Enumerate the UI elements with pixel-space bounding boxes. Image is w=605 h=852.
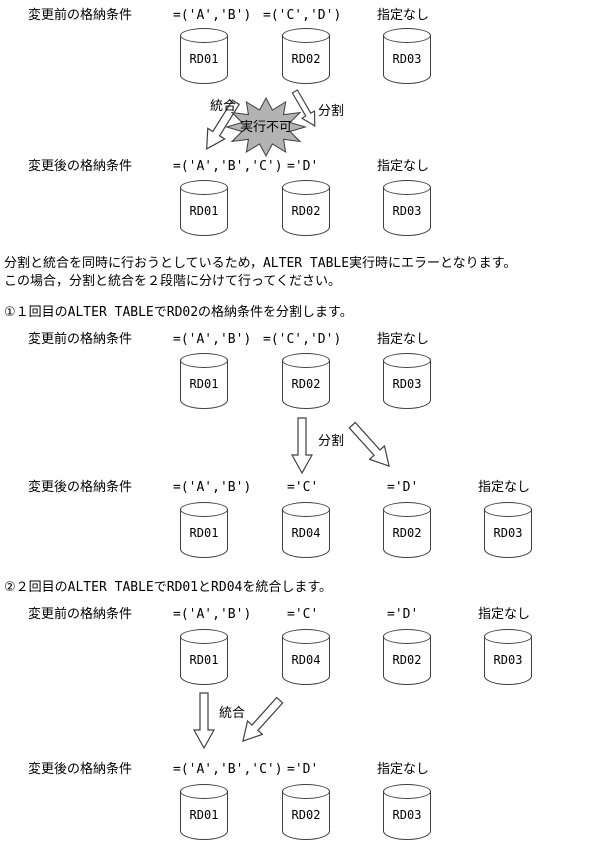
database-cylinder: RD04 [282,502,330,558]
database-cylinder: RD03 [383,180,431,236]
split-arrow-down-right-icon [291,89,316,127]
cylinder-label: RD02 [291,377,321,391]
merge-label: 統合 [219,706,246,721]
storage-condition: ='D' [287,762,319,777]
database-cylinder: RD03 [383,28,431,84]
cylinder-label: RD03 [392,808,422,822]
database-cylinder: RD02 [383,629,431,685]
database-cylinder: RD01 [180,353,228,409]
cylinder-label: RD03 [392,204,422,218]
step1-heading: ①１回目のALTER TABLEでRD02の格納条件を分割します。 [4,305,353,320]
storage-condition: 指定なし [377,332,430,347]
database-cylinder: RD01 [180,28,228,84]
storage-condition: =('A','B') [173,607,252,622]
storage-condition: 指定なし [377,762,430,777]
database-cylinder: RD01 [180,784,228,840]
storage-condition: ='D' [387,480,419,495]
row-label-after: 変更後の格納条件 [28,159,133,174]
cylinder-label: RD02 [291,808,321,822]
storage-condition: =('A','B','C') [173,159,283,174]
cylinder-label: RD01 [189,52,219,66]
database-cylinder: RD02 [383,502,431,558]
storage-condition: 指定なし [377,159,430,174]
database-cylinder: RD03 [484,629,532,685]
cylinder-label: RD01 [189,204,219,218]
cylinder-label: RD03 [493,526,523,540]
split-label: 分割 [318,434,345,449]
database-cylinder: RD01 [180,629,228,685]
database-cylinder: RD02 [282,180,330,236]
storage-condition: 指定なし [478,480,531,495]
database-cylinder: RD01 [180,180,228,236]
storage-condition: =('C','D') [263,332,342,347]
merge-label: 統合 [210,99,237,114]
database-cylinder: RD02 [282,353,330,409]
note-line-2: この場合，分割と統合を２段階に分けて行ってください。 [4,274,341,289]
merge-arrow-down-icon [193,692,215,750]
error-label: 実行不可 [239,120,292,135]
split-arrow-down-icon [291,417,313,475]
cylinder-label: RD04 [291,653,321,667]
row-label-before: 変更前の格納条件 [28,607,133,622]
storage-condition: =('A','B') [173,8,252,23]
storage-condition: =('A','B','C') [173,762,283,777]
cylinder-label: RD02 [291,52,321,66]
step2-heading: ②２回目のALTER TABLEでRD01とRD04を統合します。 [4,580,333,595]
storage-condition: ='D' [387,607,419,622]
storage-condition: =('A','B') [173,332,252,347]
database-cylinder: RD02 [282,28,330,84]
row-label-after: 変更後の格納条件 [28,480,133,495]
cylinder-label: RD03 [493,653,523,667]
storage-condition: =('C','D') [263,8,342,23]
row-label-after: 変更後の格納条件 [28,762,133,777]
cylinder-label: RD03 [392,52,422,66]
storage-condition: ='C' [287,607,319,622]
storage-condition: =('A','B') [173,480,252,495]
error-starburst-icon [224,96,308,158]
database-cylinder: RD03 [383,353,431,409]
cylinder-label: RD03 [392,377,422,391]
merge-arrow-diagonal-icon [242,696,284,742]
cylinder-label: RD02 [392,526,422,540]
cylinder-label: RD01 [189,653,219,667]
split-label: 分割 [318,104,345,119]
database-cylinder: RD03 [484,502,532,558]
cylinder-label: RD04 [291,526,321,540]
storage-condition: ='C' [287,480,319,495]
row-label-before: 変更前の格納条件 [28,8,133,23]
cylinder-label: RD02 [291,204,321,218]
cylinder-label: RD01 [189,377,219,391]
cylinder-label: RD02 [392,653,422,667]
storage-condition: 指定なし [478,607,531,622]
row-label-before: 変更前の格納条件 [28,332,133,347]
storage-condition: ='D' [287,159,319,174]
cylinder-label: RD01 [189,808,219,822]
database-cylinder: RD01 [180,502,228,558]
starburst-shape [224,96,308,158]
storage-condition: 指定なし [377,8,430,23]
split-arrow-diagonal-icon [348,421,390,467]
database-cylinder: RD03 [383,784,431,840]
note-line-1: 分割と統合を同時に行おうとしているため，ALTER TABLE実行時にエラーとな… [4,256,517,271]
database-cylinder: RD02 [282,784,330,840]
cylinder-label: RD01 [189,526,219,540]
database-cylinder: RD04 [282,629,330,685]
